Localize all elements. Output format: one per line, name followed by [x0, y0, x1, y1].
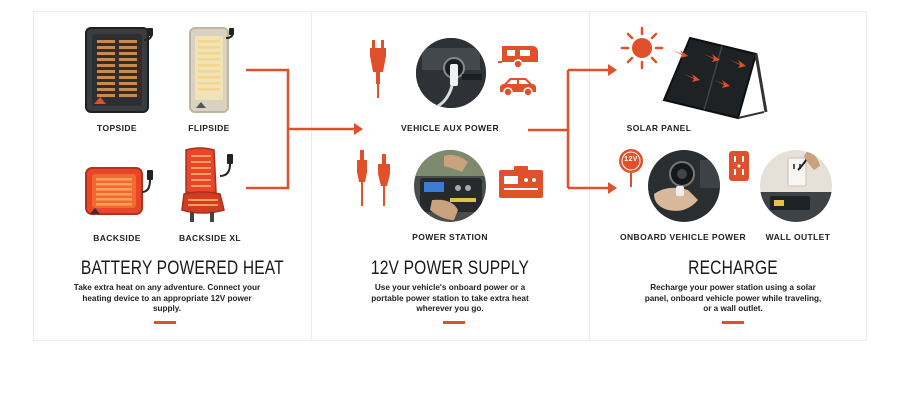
- backside-pad-image: [84, 164, 154, 220]
- heat-description: Take extra heat on any adventure. Connec…: [73, 283, 261, 313]
- solar-panel-label: SOLAR PANEL: [626, 123, 692, 133]
- 12v-pin-icon: [618, 148, 644, 188]
- power-station-photo: [414, 150, 486, 222]
- backside-xl-seat-image: [180, 146, 238, 224]
- flipside-label: FLIPSIDE: [188, 123, 230, 133]
- topside-label: TOPSIDE: [97, 123, 137, 133]
- backside-label: BACKSIDE: [93, 233, 141, 243]
- rv-trailer-icon: [496, 42, 542, 70]
- onboard-vehicle-photo: [648, 150, 720, 222]
- column-divider: [589, 11, 590, 341]
- recharge-title: RECHARGE: [688, 258, 778, 279]
- car-icon: [498, 74, 538, 98]
- sun-icon: [620, 26, 664, 70]
- power-station-icon: [498, 166, 544, 200]
- power-accent-bar: [443, 321, 465, 324]
- wall-outlet-label: WALL OUTLET: [765, 232, 831, 242]
- heat-accent-bar: [154, 321, 176, 324]
- power-station-plugs-icon: [356, 150, 396, 210]
- vehicle-aux-label: VEHICLE AUX POWER: [400, 123, 500, 133]
- solar-panel-image: [660, 34, 772, 124]
- heat-to-power-connector: [246, 68, 363, 190]
- power-title: 12V POWER SUPPLY: [370, 258, 530, 279]
- power-description: Use your vehicle's onboard power or a po…: [371, 283, 529, 313]
- recharge-description: Recharge your power station using a sola…: [644, 283, 822, 313]
- topside-pad-image: [84, 26, 156, 114]
- vehicle-aux-photo: [416, 38, 486, 108]
- 12v-pin-text: 12V: [624, 156, 638, 163]
- flipside-pad-image: [188, 26, 236, 114]
- plug-icon: [368, 40, 388, 98]
- recharge-accent-bar: [722, 321, 744, 324]
- wall-outlet-photo: [760, 150, 832, 222]
- column-divider: [311, 11, 312, 341]
- power-to-recharge-connector: [528, 64, 617, 194]
- outlet-icon: [728, 150, 750, 182]
- heat-title: BATTERY POWERED HEAT: [80, 258, 284, 279]
- onboard-vehicle-label: ONBOARD VEHICLE POWER: [620, 232, 746, 242]
- power-station-label: POWER STATION: [412, 232, 488, 242]
- backside-xl-label: BACKSIDE XL: [178, 233, 242, 243]
